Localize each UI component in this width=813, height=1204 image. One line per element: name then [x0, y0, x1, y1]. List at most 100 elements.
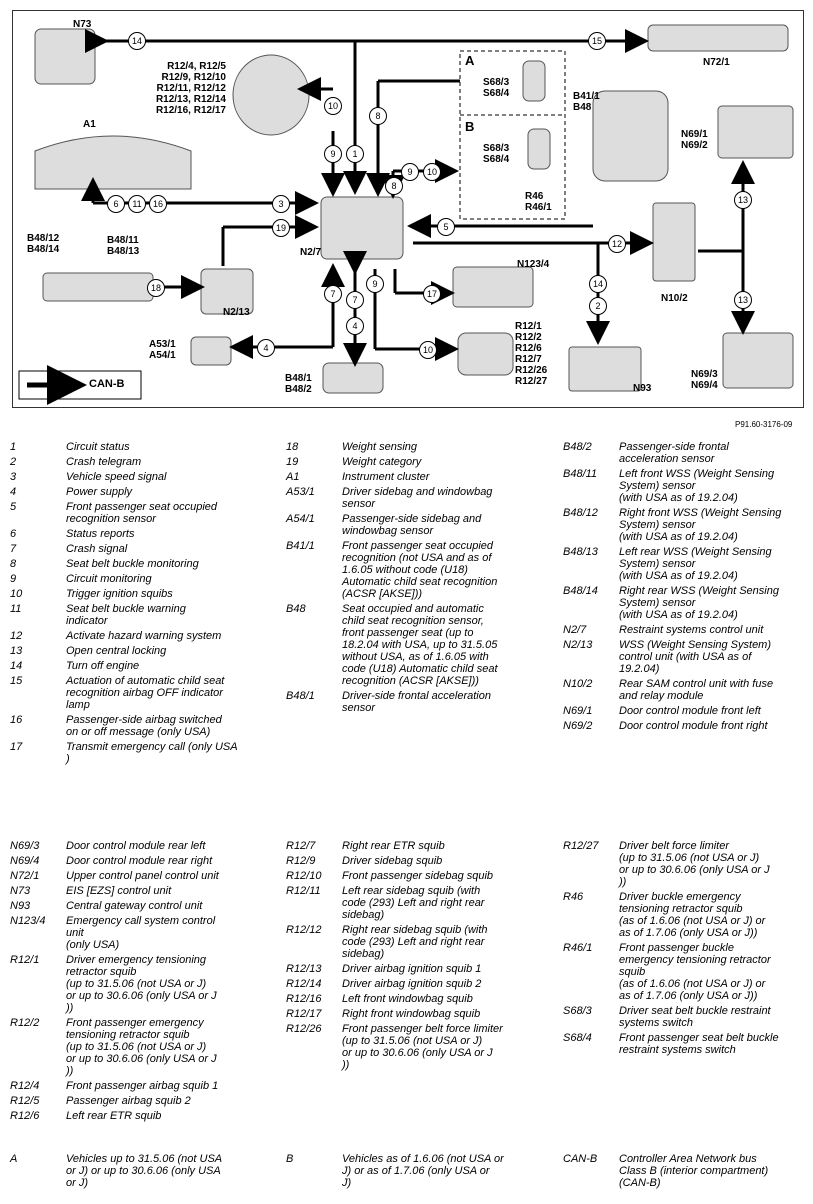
bubble-19: 19: [272, 219, 290, 237]
legend-desc: Instrument cluster: [342, 471, 430, 483]
bubble-15: 15: [588, 32, 606, 50]
legend-code: B48/2: [563, 441, 592, 453]
legend-desc: Front passenger sidebag squib: [342, 870, 494, 882]
label-b48-11: B48/11 B48/13: [107, 235, 140, 257]
legend-code: R46/1: [563, 942, 593, 954]
legend-desc: Right front WSS (Weight Sensing System) …: [619, 507, 782, 543]
legend-code: 7: [10, 543, 17, 555]
legend-desc: Driver buckle emergency tensioning retra…: [619, 891, 766, 939]
legend-code: R12/9: [286, 855, 316, 867]
legend-code: 4: [10, 486, 17, 498]
legend-desc: Right rear WSS (Weight Sensing System) s…: [619, 585, 779, 621]
legend-desc: Crash signal: [66, 543, 128, 555]
legend-desc: Actuation of automatic child seat recogn…: [66, 675, 225, 711]
legend-desc: Left rear sidebag squib (with code (293)…: [342, 885, 485, 921]
label-n2-7: N2/7: [300, 247, 322, 258]
legend-desc: Vehicles up to 31.5.06 (not USA or J) or…: [66, 1153, 223, 1189]
label-r12-group: R12/4, R12/5 R12/9, R12/10 R12/11, R12/1…: [155, 61, 226, 116]
label-box-b: B: [465, 119, 475, 134]
legend-desc: Driver airbag ignition squib 1: [342, 963, 482, 975]
label-b48-1: B48/1 B48/2: [285, 373, 312, 395]
r12-1-unit: [457, 332, 514, 376]
legend-desc: Left rear ETR squib: [66, 1110, 162, 1122]
legend-desc: Controller Area Network bus Class B (int…: [619, 1153, 769, 1189]
legend-code: S68/4: [563, 1032, 592, 1044]
legend-code: S68/3: [563, 1005, 592, 1017]
bubble-11: 11: [128, 195, 146, 213]
legend-desc: WSS (Weight Sensing System) control unit…: [619, 639, 772, 675]
legend-desc: Door control module rear left: [66, 840, 206, 852]
legend-desc: Driver emergency tensioning retractor sq…: [66, 954, 217, 1014]
legend-item: R12/11 Left rear sidebag squib (with code…: [286, 885, 556, 921]
legend-item: A Vehicles up to 31.5.06 (not USA or J) o…: [10, 1153, 280, 1189]
legend-footer-a: A Vehicles up to 31.5.06 (not USA or J) o…: [10, 1153, 280, 1192]
legend-desc: Front passenger seat occupied recognitio…: [342, 540, 498, 600]
legend-item: R12/6 Left rear ETR squib: [10, 1110, 280, 1122]
legend-desc: Turn off engine: [66, 660, 140, 672]
legend-desc: Seat belt buckle monitoring: [66, 558, 199, 570]
legend-desc: Front passenger seat belt buckle restrai…: [619, 1032, 779, 1056]
legend-code: N69/4: [10, 855, 40, 867]
bubble-4-a: 4: [346, 317, 364, 335]
legend-code: B: [286, 1153, 294, 1165]
legend-item: N123/4 Emergency call system control unit…: [10, 915, 280, 951]
legend-code: R12/11: [286, 885, 321, 897]
a53-unit: [190, 336, 232, 366]
legend-desc: Open central locking: [66, 645, 167, 657]
legend-desc: Driver seat belt buckle restraint system…: [619, 1005, 771, 1029]
label-n72-1: N72/1: [703, 57, 730, 68]
legend-item: B48 Seat occupied and automatic child sea…: [286, 603, 556, 687]
legend-code: N2/7: [563, 624, 587, 636]
legend-code: A1: [286, 471, 300, 483]
legend-code: 16: [10, 714, 23, 726]
legend-item: A1 Instrument cluster: [286, 471, 556, 483]
legend-desc: Passenger-side frontal acceleration sens…: [619, 441, 729, 465]
legend-code: B48: [286, 603, 306, 615]
legend-desc: Right front windowbag squib: [342, 1008, 481, 1020]
bubble-8-a: 8: [369, 107, 387, 125]
legend-code: 19: [286, 456, 299, 468]
legend-code: N2/13: [563, 639, 593, 651]
bubble-10-b: 10: [423, 163, 441, 181]
legend-code: A: [10, 1153, 18, 1165]
legend-code: CAN-B: [563, 1153, 598, 1165]
bubble-9-c: 9: [366, 275, 384, 293]
wiring-diagram: N73 R12/4, R12/5 R12/9, R12/10 R12/11, R…: [12, 10, 804, 408]
legend-code: N123/4: [10, 915, 46, 927]
legend-code: N73: [10, 885, 31, 897]
legend-code: A54/1: [286, 513, 315, 525]
legend-code: 15: [10, 675, 23, 687]
legend-desc: Emergency call system control unit (only…: [66, 915, 216, 951]
legend-desc: Seat occupied and automatic child seat r…: [342, 603, 498, 687]
legend-code: R12/6: [10, 1110, 40, 1122]
label-n2-13: N2/13: [223, 307, 250, 318]
